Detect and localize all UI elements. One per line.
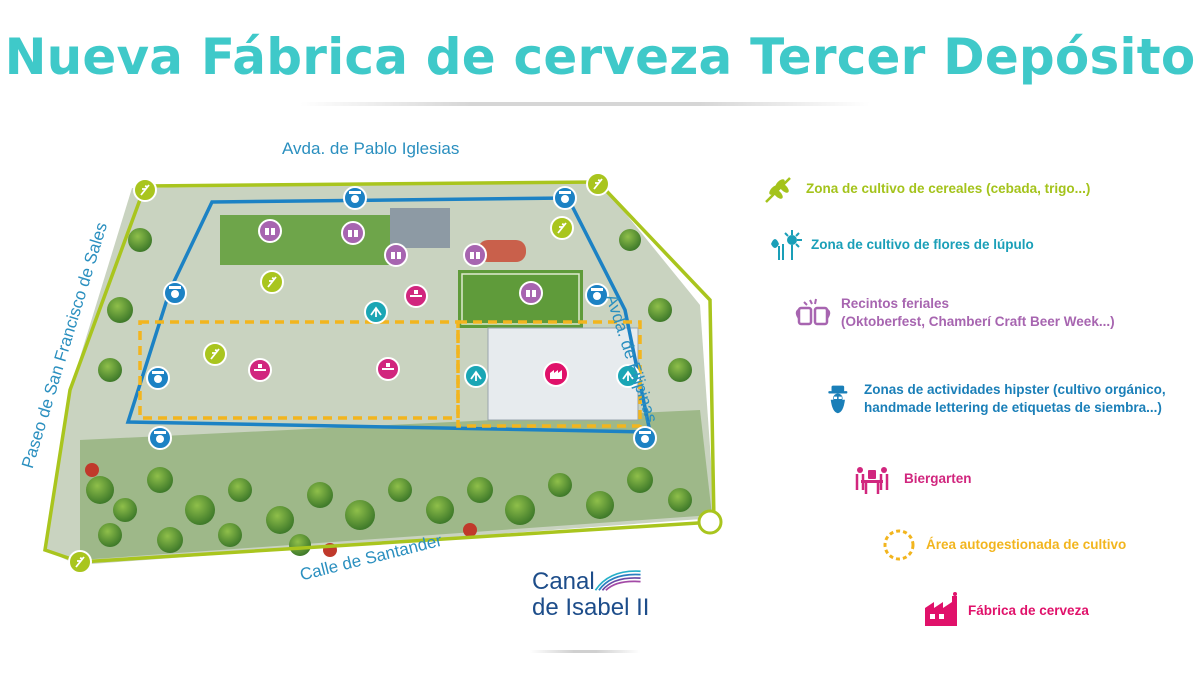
legend-factory: Fábrica de cerveza	[922, 592, 1089, 630]
trees	[85, 228, 692, 557]
biergarten-markers	[248, 284, 428, 382]
legend-self-managed: Área autogestionada de cultivo	[880, 526, 1126, 564]
beer-mugs-icon	[795, 298, 831, 326]
wheat-icon	[765, 177, 791, 203]
street-north: Avda. de Pablo Iglesias	[282, 139, 460, 158]
self-managed-area-east	[456, 320, 642, 428]
legend-label-line2: handmade lettering de etiquetas de siemb…	[864, 400, 1162, 415]
bottom-divider	[530, 650, 640, 653]
legend-label: Zona de cultivo de cereales (cebada, tri…	[806, 180, 1091, 196]
logo-text-line1: Canal	[532, 568, 595, 595]
legend-label: Fábrica de cerveza	[968, 602, 1089, 618]
hop-markers	[364, 300, 640, 388]
legend-hipster: Zonas de actividades hipster (cultivo or…	[826, 378, 1166, 420]
running-track	[478, 240, 526, 262]
building-top	[390, 208, 450, 248]
wheat-markers	[68, 172, 723, 574]
legend-label-line1: Zonas de actividades hipster (cultivo or…	[864, 381, 1166, 397]
fair-markers	[258, 219, 543, 305]
hipster-markers	[146, 186, 657, 450]
logo-waves-icon	[594, 570, 641, 591]
legend-label-line1: Recintos feriales	[841, 295, 950, 311]
beer-garden-icon	[855, 467, 889, 494]
legend-label: Recintos feriales (Oktoberfest, Chamberí…	[841, 295, 1115, 331]
legend-label: Zona de cultivo de flores de lúpulo	[811, 236, 1034, 252]
self-managed-area-west	[138, 320, 460, 420]
hipster-icon	[828, 385, 848, 414]
canal-de-isabel-ii-logo: Canal de Isabel II	[532, 570, 652, 630]
legend-label: Zonas de actividades hipster (cultivo or…	[864, 381, 1166, 417]
legend-label: Área autogestionada de cultivo	[926, 536, 1127, 552]
sports-field-lines	[461, 273, 580, 325]
sports-field	[458, 270, 583, 328]
title-divider	[300, 102, 870, 106]
outer-boundary	[43, 180, 716, 564]
site-map	[43, 172, 723, 574]
legend-cereals: Zona de cultivo de cereales (cebada, tri…	[760, 170, 1090, 208]
factory-icon	[925, 592, 957, 626]
logo-text-line2: de Isabel II	[532, 594, 650, 621]
legend-label-line2: (Oktoberfest, Chamberí Craft Beer Week..…	[841, 314, 1115, 329]
upper-lawn	[220, 215, 390, 265]
legend-fairs: Recintos feriales (Oktoberfest, Chamberí…	[795, 294, 1115, 332]
legend-label: Biergarten	[904, 470, 972, 486]
dashed-circle-icon	[883, 529, 915, 561]
legend-hops: Zona de cultivo de flores de lúpulo	[765, 226, 1034, 264]
hop-flower-icon	[771, 230, 802, 260]
factory-marker	[543, 361, 569, 387]
legend-biergarten: Biergarten	[848, 460, 972, 498]
page-title: Nueva Fábrica de cerveza Tercer Depósito	[4, 28, 1196, 86]
